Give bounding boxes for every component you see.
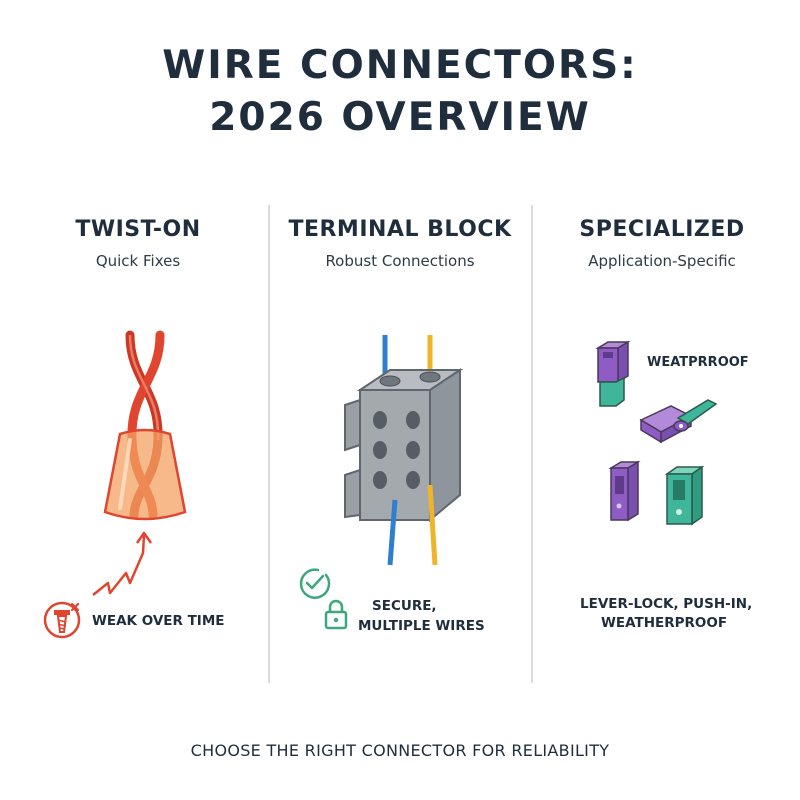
footer-tagline: CHOOSE THE RIGHT CONNECTOR FOR RELIABILI… [190,741,610,760]
specialized-note-line-2: WEATHERPROOF [601,615,728,631]
column-divider-left [268,205,270,683]
twist-on-connector-illustration [103,330,187,521]
terminal-block-illustration [344,335,464,566]
column-divider-right [531,205,533,683]
weatherproof-connector-icon [595,340,631,407]
push-in-connector-teal-icon [664,465,705,526]
screw-x-icon [43,601,81,639]
column-title: TERMINAL BLOCK [288,217,512,242]
specialized-note-line-1: LEVER-LOCK, PUSH-IN, [580,596,753,612]
terminal-block-note-line-2: MULTIPLE WIRES [358,618,485,634]
column-subtitle: Robust Connections [325,252,475,270]
title-line-1: WIRE CONNECTORS: [162,43,638,88]
column-title: TWIST-ON [75,217,201,242]
column-subtitle: Application-Specific [588,252,736,270]
push-in-connector-purple-icon [608,460,641,522]
zigzag-arrow-icon [92,531,153,596]
column-twist-on-header: TWIST-ON Quick Fixes [8,217,268,270]
page-title: WIRE CONNECTORS: 2026 OVERVIEW [0,40,800,144]
title-line-2: 2026 OVERVIEW [209,95,591,140]
padlock-icon [324,599,348,630]
terminal-block-note-line-1: SECURE, [372,598,437,614]
column-title: SPECIALIZED [579,217,745,242]
twist-on-note: WEAK OVER TIME [92,613,225,629]
checkmark-icon [299,568,331,599]
weatherproof-label: WEATPRROOF [647,355,749,370]
column-subtitle: Quick Fixes [95,252,181,270]
lever-lock-connector-icon [639,399,718,444]
column-terminal-block-header: TERMINAL BLOCK Robust Connections [270,217,530,270]
column-specialized-header: SPECIALIZED Application-Specific [532,217,792,270]
